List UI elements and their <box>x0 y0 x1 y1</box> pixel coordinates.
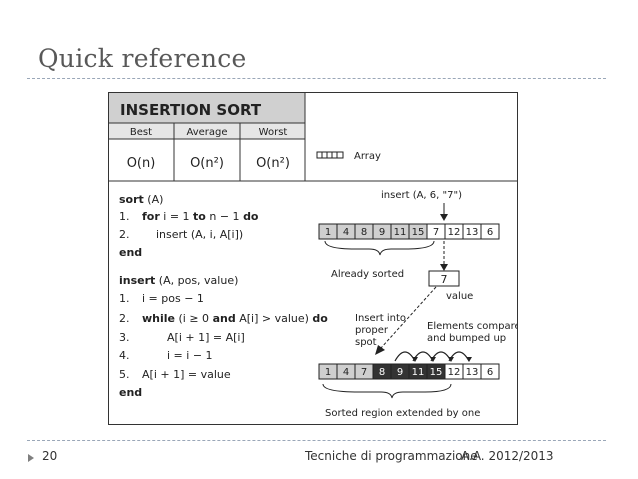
array-cell <box>480 223 500 240</box>
array-cell-value: 13 <box>466 367 479 378</box>
bottom-array: 1 4 7 8 9 11 15 12 13 6 <box>318 363 500 380</box>
compared-label-line-1: Elements compared <box>427 321 517 332</box>
array-cell-value: 12 <box>448 227 461 238</box>
academic-year: A.A. 2012/2013 <box>461 449 554 463</box>
figure-canvas: INSERTION SORT Best Average Worst O(n) O… <box>109 93 527 419</box>
sort-line-1: 1.for i = 1 to n − 1 do <box>119 210 259 223</box>
array-legend-label: Array <box>354 151 381 162</box>
insert-call-label: insert (A, 6, "7") <box>381 190 462 201</box>
header-band <box>109 93 305 123</box>
insert-signature: insert (A, pos, value) <box>119 274 238 287</box>
compared-label-line-2: and bumped up <box>427 333 506 344</box>
bump-arrowheads-icon <box>412 357 472 362</box>
already-sorted-brace <box>324 240 435 256</box>
down-arrow-icon <box>440 214 448 221</box>
sorted-region-label: Sorted region extended by one <box>325 408 480 419</box>
best-case: O(n) <box>127 156 156 171</box>
insert-end: end <box>119 386 142 399</box>
array-cell-value: 12 <box>448 367 461 378</box>
array-cell-value: 8 <box>379 367 385 378</box>
insert-line-5: 5.A[i + 1] = value <box>119 368 231 381</box>
footer-divider <box>27 440 606 441</box>
sorted-region-brace <box>322 383 452 399</box>
array-legend-icon <box>316 151 344 159</box>
complexity-header-band <box>109 123 305 139</box>
insert-line-4: 4.i = i − 1 <box>119 349 213 362</box>
col-average: Average <box>186 127 227 138</box>
array-cell-value: 1 <box>325 227 331 238</box>
array-cell <box>480 363 500 380</box>
already-sorted-label: Already sorted <box>331 269 404 280</box>
top-array: 1 4 8 9 11 15 7 12 13 6 <box>318 223 500 240</box>
sort-line-2: 2.insert (A, i, A[i]) <box>119 228 243 241</box>
value-label: value <box>446 291 473 302</box>
array-cell-value: 9 <box>379 227 385 238</box>
array-cell-value: 9 <box>397 367 403 378</box>
value-arrow-icon <box>440 264 448 271</box>
array-cell-value: 7 <box>433 227 439 238</box>
array-cell-value: 6 <box>487 367 493 378</box>
average-case: O(n²) <box>190 156 224 171</box>
array-cell-value: 7 <box>361 367 367 378</box>
insertion-sort-figure: INSERTION SORT Best Average Worst O(n) O… <box>108 92 527 425</box>
array-cell-value: 6 <box>487 227 493 238</box>
slide-title: Quick reference <box>38 44 247 73</box>
sort-signature: sort (A) <box>119 193 163 206</box>
col-worst: Worst <box>259 127 288 138</box>
footer-bullet-icon <box>28 454 34 462</box>
course-name: Tecniche di programmazione <box>305 449 478 463</box>
array-cell-value: 11 <box>394 227 407 238</box>
insert-label-line-3: spot <box>355 337 377 348</box>
title-divider <box>27 78 606 79</box>
array-cell-value: 4 <box>343 367 349 378</box>
array-cell-value: 4 <box>343 227 349 238</box>
worst-case: O(n²) <box>256 156 290 171</box>
array-cell-value: 1 <box>325 367 331 378</box>
insert-spot-arrow-icon <box>375 345 385 355</box>
insert-line-3: 3.A[i + 1] = A[i] <box>119 331 245 344</box>
insert-line-2: 2.while (i ≥ 0 and A[i] > value) do <box>119 312 328 325</box>
value-box <box>428 270 460 287</box>
array-cell-value: 15 <box>430 367 443 378</box>
sort-end: end <box>119 246 142 259</box>
array-cell-value: 13 <box>466 227 479 238</box>
page-number: 20 <box>42 449 58 463</box>
insert-label-line-2: proper <box>355 325 389 336</box>
array-cell-value: 8 <box>361 227 367 238</box>
array-cell-value: 11 <box>412 367 425 378</box>
insert-label-line-1: Insert into <box>355 313 406 324</box>
col-best: Best <box>130 127 152 138</box>
algorithm-title: INSERTION SORT <box>120 101 262 119</box>
insert-line-1: 1.i = pos − 1 <box>119 292 204 305</box>
value-box-text: 7 <box>441 273 448 286</box>
array-cell-value: 15 <box>412 227 425 238</box>
